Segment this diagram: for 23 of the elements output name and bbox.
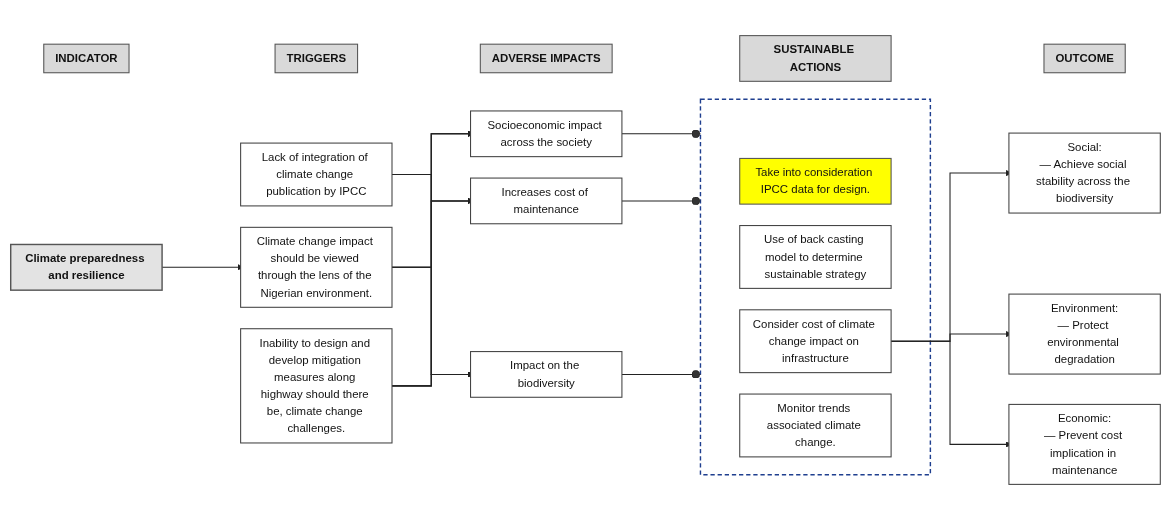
node-box: Economic: — Prevent cost implication in maintenance — [1008, 403, 1161, 485]
node-box: Social: — Achieve social stability across the biodiversity — [1008, 132, 1161, 214]
node-box: Impact on the biodiversity — [470, 351, 623, 398]
node-box: Socioeconomic impact across the society — [470, 110, 623, 158]
node-box: Climate change impact should be viewed through the lens of the Nigerian environment. — [240, 226, 393, 308]
node-box: SUSTAINABLE ACTIONS — [739, 35, 892, 82]
node-box: TRIGGERS — [274, 43, 359, 74]
node-box: Environment: — Protect environmental degradation — [1008, 293, 1161, 375]
node-box: Take into consideration IPCC data for design. — [739, 157, 892, 205]
node-box: Inability to design and develop mitigation measures along highway should there be, climate change challenges. — [240, 328, 393, 444]
node-box: Increases cost of maintenance — [470, 177, 623, 225]
node-box: Consider cost of climate change impact on infrastructure — [739, 309, 892, 374]
node-box: Monitor trends associated climate change. — [739, 393, 892, 458]
node-box: Use of back casting model to determine sustainable strategy — [739, 225, 892, 289]
connector — [621, 370, 701, 379]
node-box: OUTCOME — [1043, 43, 1126, 74]
node-box: ADVERSE IMPACTS — [479, 43, 613, 74]
node-box: INDICATOR — [43, 43, 130, 74]
node-box: Climate preparedness and resilience — [10, 243, 163, 291]
connector — [621, 196, 701, 206]
node-box: Lack of integration of climate change publication by IPCC — [240, 142, 393, 207]
connector — [621, 129, 701, 139]
cluster — [699, 98, 932, 476]
